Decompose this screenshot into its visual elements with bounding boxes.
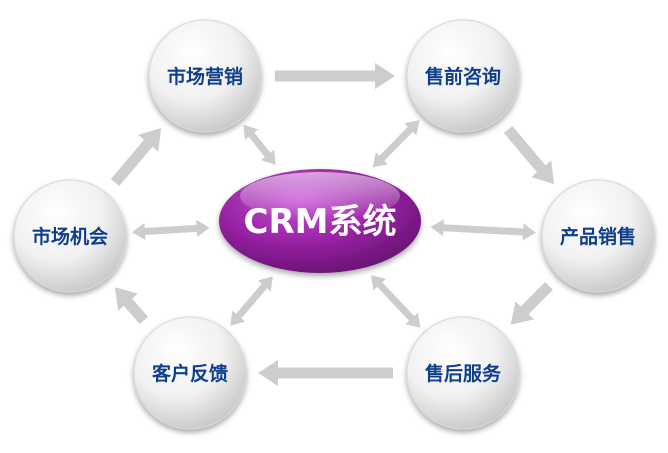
center-link-arrow-sales xyxy=(430,219,537,241)
node-label-service: 售后服务 xyxy=(424,362,502,385)
center-link-arrow-feedback xyxy=(230,276,273,326)
node-label-presales: 售前咨询 xyxy=(424,65,501,88)
cycle-arrow-sales-to-service xyxy=(510,282,553,325)
node-label-sales: 产品销售 xyxy=(560,225,636,248)
cycle-arrow-opportunity-to-marketing xyxy=(110,128,162,186)
node-label-opportunity: 市场机会 xyxy=(32,225,108,248)
node-circle xyxy=(406,316,520,430)
center-gloss xyxy=(240,172,400,220)
node-label-marketing: 市场营销 xyxy=(167,65,243,88)
node-circle xyxy=(13,179,127,293)
node-feedback: 客户反馈 xyxy=(133,316,247,430)
cycle-arrow-feedback-to-opportunity xyxy=(114,287,148,324)
node-label-feedback: 客户反馈 xyxy=(152,362,228,385)
node-circle xyxy=(406,19,520,133)
cycle-arrow-presales-to-sales xyxy=(503,126,555,184)
center-node: CRM系统 xyxy=(219,169,421,273)
node-circle xyxy=(541,179,655,293)
cycle-arrow-marketing-to-presales xyxy=(275,63,395,89)
node-circle xyxy=(133,316,247,430)
center-link-arrow-opportunity xyxy=(131,219,210,240)
cycle-arrow-service-to-feedback xyxy=(258,360,393,386)
node-marketing: 市场营销 xyxy=(148,19,262,133)
node-presales: 售前咨询 xyxy=(406,19,520,133)
center-label: CRM系统 xyxy=(244,202,397,242)
arrow-layer xyxy=(110,63,555,386)
center-link-arrow-service xyxy=(370,275,421,328)
node-service: 售后服务 xyxy=(406,316,520,430)
center-link-arrow-marketing xyxy=(243,124,276,165)
node-opportunity: 市场机会 xyxy=(13,179,127,293)
center-link-arrow-presales xyxy=(372,120,420,168)
node-sales: 产品销售 xyxy=(541,179,655,293)
node-circle xyxy=(148,19,262,133)
